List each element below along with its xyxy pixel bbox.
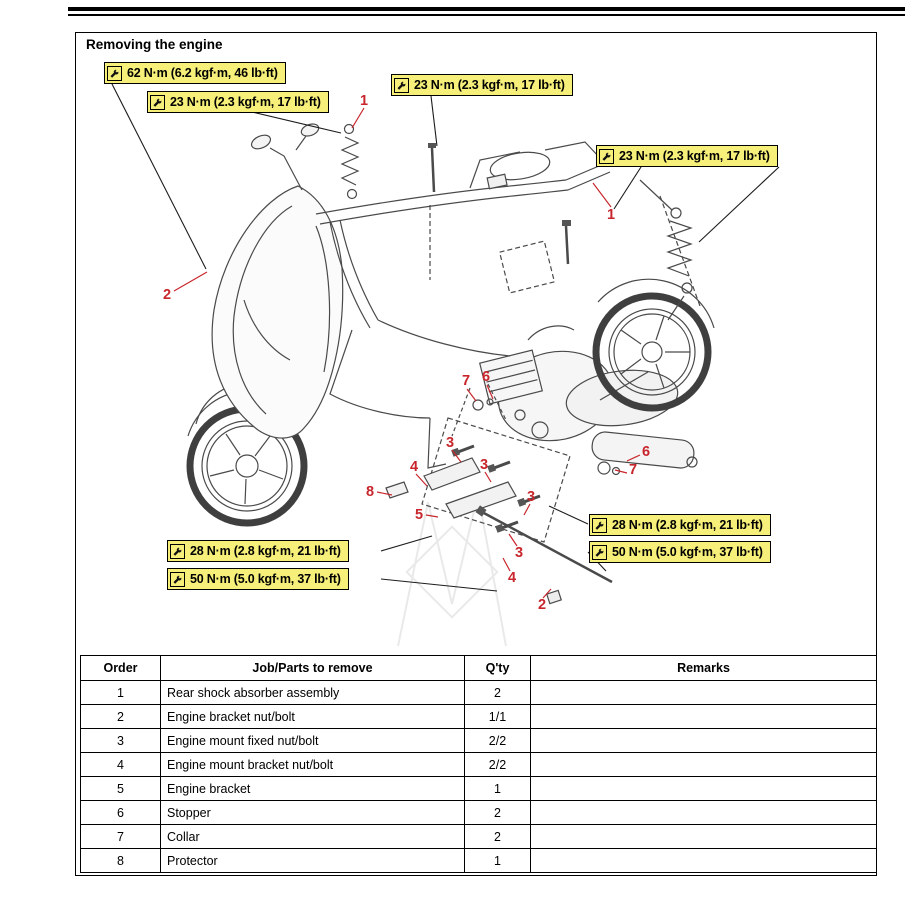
qty-cell: 2: [464, 800, 531, 825]
order-cell: 5: [80, 776, 161, 801]
part-number-label: 6: [481, 369, 491, 385]
table-row: 4 Engine mount bracket nut/bolt 2/2: [80, 752, 877, 777]
order-cell: 2: [80, 704, 161, 729]
job-cell: Engine bracket nut/bolt: [160, 704, 465, 729]
torque-value: 50 N·m (5.0 kgf·m, 37 lb·ft): [612, 545, 763, 559]
wrench-icon: [150, 94, 165, 110]
job-cell: Engine mount fixed nut/bolt: [160, 728, 465, 753]
col-header-qty: Q'ty: [464, 655, 531, 681]
torque-value: 23 N·m (2.3 kgf·m, 17 lb·ft): [414, 78, 565, 92]
job-cell: Protector: [160, 848, 465, 873]
part-number-label: 7: [628, 462, 638, 478]
qty-cell: 2: [464, 824, 531, 849]
qty-cell: 1/1: [464, 704, 531, 729]
wrench-icon: [170, 543, 185, 559]
torque-callout: 62 N·m (6.2 kgf·m, 46 lb·ft): [104, 62, 286, 84]
part-number-label: 2: [162, 287, 172, 303]
table-header-row: Order Job/Parts to remove Q'ty Remarks: [80, 655, 877, 681]
remarks-cell: [530, 704, 877, 729]
table-row: 6 Stopper 2: [80, 800, 877, 825]
order-cell: 4: [80, 752, 161, 777]
torque-value: 23 N·m (2.3 kgf·m, 17 lb·ft): [619, 149, 770, 163]
part-number-label: 7: [461, 373, 471, 389]
table-row: 8 Protector 1: [80, 848, 877, 873]
col-header-remarks: Remarks: [530, 655, 877, 681]
order-cell: 7: [80, 824, 161, 849]
part-number-label: 8: [365, 484, 375, 500]
remarks-cell: [530, 848, 877, 873]
part-number-label: 4: [507, 570, 517, 586]
content-frame: [75, 32, 877, 876]
remarks-cell: [530, 728, 877, 753]
wrench-icon: [592, 517, 607, 533]
job-cell: Engine bracket: [160, 776, 465, 801]
qty-cell: 1: [464, 848, 531, 873]
part-number-label: 3: [479, 457, 489, 473]
order-cell: 6: [80, 800, 161, 825]
remarks-cell: [530, 800, 877, 825]
job-cell: Stopper: [160, 800, 465, 825]
part-number-label: 5: [414, 507, 424, 523]
remarks-cell: [530, 824, 877, 849]
part-number-label: 4: [409, 459, 419, 475]
table-row: 3 Engine mount fixed nut/bolt 2/2: [80, 728, 877, 753]
qty-cell: 1: [464, 776, 531, 801]
part-number-label: 3: [526, 489, 536, 505]
part-number-label: 3: [445, 435, 455, 451]
torque-callout: 28 N·m (2.8 kgf·m, 21 lb·ft): [589, 514, 771, 536]
wrench-icon: [170, 571, 185, 587]
wrench-icon: [107, 65, 122, 81]
order-cell: 1: [80, 680, 161, 705]
torque-callout: 50 N·m (5.0 kgf·m, 37 lb·ft): [589, 541, 771, 563]
parts-table: Order Job/Parts to remove Q'ty Remarks 1…: [80, 655, 877, 873]
torque-value: 50 N·m (5.0 kgf·m, 37 lb·ft): [190, 572, 341, 586]
order-cell: 8: [80, 848, 161, 873]
torque-callout: 23 N·m (2.3 kgf·m, 17 lb·ft): [596, 145, 778, 167]
qty-cell: 2: [464, 680, 531, 705]
wrench-icon: [592, 544, 607, 560]
torque-callout: 23 N·m (2.3 kgf·m, 17 lb·ft): [147, 91, 329, 113]
torque-callout: 28 N·m (2.8 kgf·m, 21 lb·ft): [167, 540, 349, 562]
part-number-label: 2: [537, 597, 547, 613]
order-cell: 3: [80, 728, 161, 753]
job-cell: Collar: [160, 824, 465, 849]
torque-value: 23 N·m (2.3 kgf·m, 17 lb·ft): [170, 95, 321, 109]
page-top-rule-thin: [68, 14, 905, 16]
section-title: Removing the engine: [86, 37, 223, 52]
remarks-cell: [530, 680, 877, 705]
part-number-label: 3: [514, 545, 524, 561]
page-top-rule-thick: [68, 7, 905, 11]
torque-value: 28 N·m (2.8 kgf·m, 21 lb·ft): [612, 518, 763, 532]
table-row: 2 Engine bracket nut/bolt 1/1: [80, 704, 877, 729]
wrench-icon: [599, 148, 614, 164]
wrench-icon: [394, 77, 409, 93]
remarks-cell: [530, 752, 877, 777]
part-number-label: 1: [606, 207, 616, 223]
remarks-cell: [530, 776, 877, 801]
table-row: 1 Rear shock absorber assembly 2: [80, 680, 877, 705]
job-cell: Rear shock absorber assembly: [160, 680, 465, 705]
part-number-label: 6: [641, 444, 651, 460]
col-header-job: Job/Parts to remove: [160, 655, 465, 681]
table-row: 5 Engine bracket 1: [80, 776, 877, 801]
table-row: 7 Collar 2: [80, 824, 877, 849]
qty-cell: 2/2: [464, 728, 531, 753]
torque-callout: 23 N·m (2.3 kgf·m, 17 lb·ft): [391, 74, 573, 96]
col-header-order: Order: [80, 655, 161, 681]
qty-cell: 2/2: [464, 752, 531, 777]
job-cell: Engine mount bracket nut/bolt: [160, 752, 465, 777]
part-number-label: 1: [359, 93, 369, 109]
torque-value: 62 N·m (6.2 kgf·m, 46 lb·ft): [127, 66, 278, 80]
torque-value: 28 N·m (2.8 kgf·m, 21 lb·ft): [190, 544, 341, 558]
torque-callout: 50 N·m (5.0 kgf·m, 37 lb·ft): [167, 568, 349, 590]
